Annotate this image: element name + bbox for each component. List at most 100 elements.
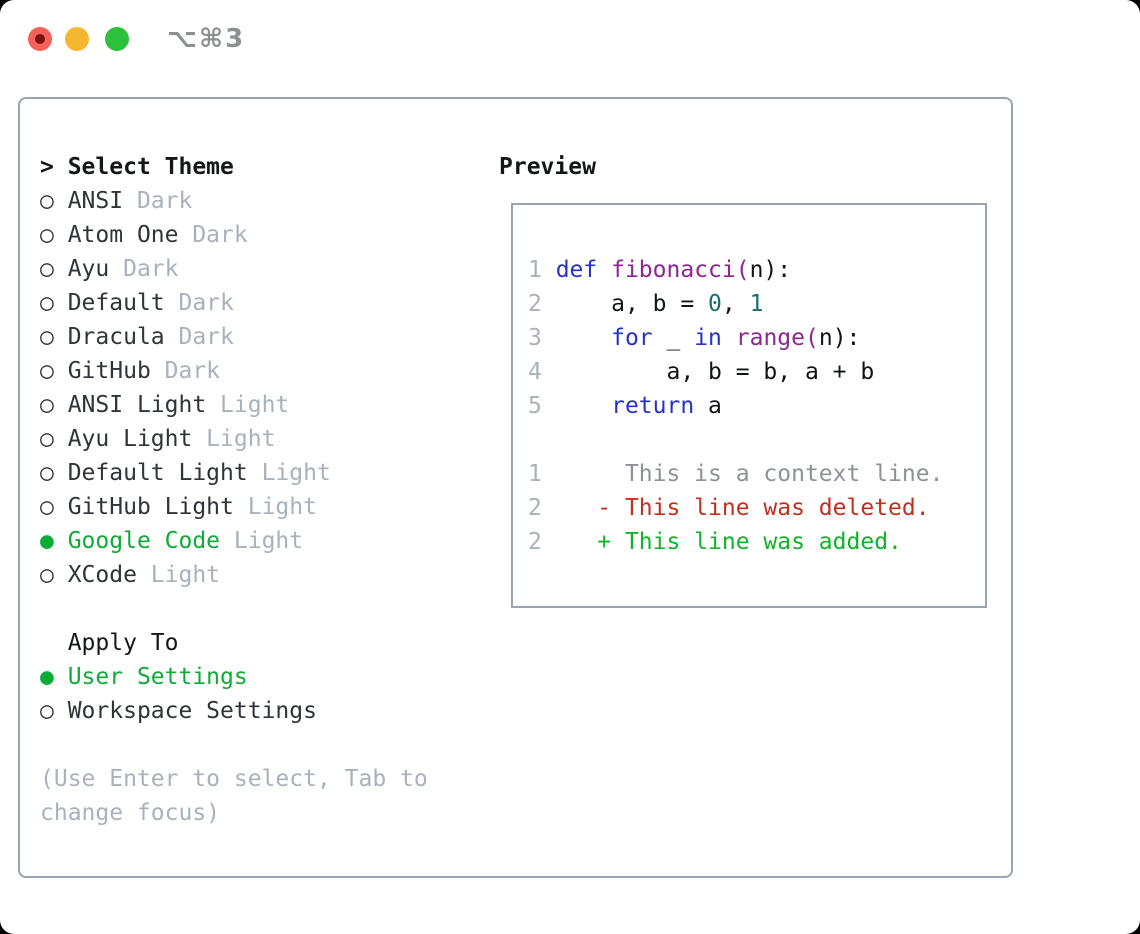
radio-icon: ● [40, 664, 68, 690]
theme-variant: Light [136, 562, 221, 588]
apply-option[interactable]: ● User Settings [40, 660, 428, 694]
radio-icon: ○ [40, 222, 68, 248]
radio-icon: ○ [40, 494, 68, 520]
line-number: 4 [528, 359, 556, 385]
code-token: def [555, 257, 598, 283]
apply-to-header: Apply To [40, 626, 428, 660]
theme-variant: Dark [150, 358, 221, 384]
code-token: 0 [708, 291, 722, 317]
select-theme-header: > Select Theme [40, 150, 428, 184]
theme-option[interactable]: ○ Default Dark [40, 286, 428, 320]
code-token: for [611, 325, 653, 351]
theme-label: Ayu [67, 256, 110, 282]
prompt-icon: > [40, 154, 68, 180]
theme-variant: Dark [178, 222, 248, 248]
help-text-line: (Use Enter to select, Tab to [40, 766, 428, 792]
theme-option[interactable]: ○ GitHub Dark [40, 354, 428, 388]
code-line: 4 a, b = b, a + b [528, 355, 943, 389]
theme-label: ANSI [67, 188, 124, 214]
theme-variant: Dark [164, 290, 234, 316]
theme-variant: Dark [109, 256, 179, 282]
select-theme-label: Select Theme [67, 154, 234, 180]
window-title: ⌥⌘3 [167, 24, 246, 54]
theme-option[interactable]: ○ Default Light Light [40, 456, 428, 490]
code-token: , [721, 291, 750, 317]
theme-selector: > Select Theme○ ANSI Dark○ Atom One Dark… [40, 150, 428, 830]
code-token: n): [818, 325, 861, 351]
code-token: 1 [749, 291, 764, 317]
apply-option[interactable]: ○ Workspace Settings [40, 694, 428, 728]
radio-icon: ○ [40, 698, 68, 724]
diff-added-text: + This line was added. [541, 529, 902, 555]
theme-option[interactable]: ○ GitHub Light Light [40, 490, 428, 524]
theme-label: XCode [67, 562, 137, 588]
line-number: 1 [528, 257, 556, 283]
code-token [556, 393, 611, 419]
code-line: 2 a, b = 0, 1 [528, 287, 943, 321]
theme-label: Ayu Light [67, 426, 193, 452]
theme-label: Google Code [67, 528, 221, 554]
radio-icon: ○ [40, 256, 68, 282]
diff-context-text: This is a context line. [541, 461, 944, 487]
code-line: 1 def fibonacci(n): [528, 253, 943, 287]
theme-variant: Light [233, 494, 317, 520]
radio-icon: ○ [40, 290, 68, 316]
line-number: 3 [528, 325, 556, 351]
spacer [528, 423, 943, 457]
theme-option[interactable]: ○ Ayu Dark [40, 252, 428, 286]
theme-label: Atom One [67, 222, 179, 248]
code-token: a [694, 393, 722, 419]
line-number: 2 [528, 529, 542, 555]
line-number: 2 [528, 291, 556, 317]
code-token: range( [735, 325, 819, 351]
code-line: 3 for _ in range(n): [528, 321, 943, 355]
unsaved-changes-dot-icon [35, 34, 45, 44]
theme-variant: Dark [164, 324, 234, 350]
theme-variant: Light [247, 460, 331, 486]
close-button[interactable] [28, 27, 52, 51]
theme-variant: Dark [123, 188, 193, 214]
spacer [40, 592, 428, 626]
theme-label: ANSI Light [67, 392, 207, 418]
line-number: 5 [528, 393, 556, 419]
code-token [556, 325, 611, 351]
theme-label: Default [67, 290, 165, 316]
apply-option-label: Workspace Settings [67, 698, 317, 724]
theme-option[interactable]: ○ Ayu Light Light [40, 422, 428, 456]
preview-title: Preview [499, 154, 596, 180]
help-text: (Use Enter to select, Tab to [40, 762, 428, 796]
code-token [597, 257, 611, 283]
code-line: 5 return a [528, 389, 943, 423]
theme-label: GitHub Light [67, 494, 234, 520]
radio-icon: ○ [40, 358, 68, 384]
maximize-button[interactable] [105, 27, 129, 51]
radio-icon: ● [40, 528, 68, 554]
theme-variant: Light [206, 392, 290, 418]
line-number: 2 [528, 495, 542, 521]
code-token [722, 325, 736, 351]
radio-icon: ○ [40, 324, 68, 350]
apply-option-label: User Settings [67, 664, 248, 690]
code-token: return [611, 393, 695, 419]
code-token: n): [749, 257, 792, 283]
theme-variant: Light [220, 528, 304, 554]
theme-option[interactable]: ○ Dracula Dark [40, 320, 428, 354]
minimize-button[interactable] [65, 27, 89, 51]
theme-option[interactable]: ● Google Code Light [40, 524, 428, 558]
theme-option[interactable]: ○ ANSI Dark [40, 184, 428, 218]
diff-line: 2 - This line was deleted. [528, 491, 943, 525]
code-token: _ [652, 325, 695, 351]
theme-option[interactable]: ○ XCode Light [40, 558, 428, 592]
theme-picker-panel: > Select Theme○ ANSI Dark○ Atom One Dark… [18, 97, 1013, 878]
theme-option[interactable]: ○ ANSI Light Light [40, 388, 428, 422]
diff-line: 1 This is a context line. [528, 457, 943, 491]
diff-deleted-text: - This line was deleted. [541, 495, 930, 521]
theme-option[interactable]: ○ Atom One Dark [40, 218, 428, 252]
line-number: 1 [528, 461, 542, 487]
code-token: a, b = [555, 291, 709, 317]
help-text-line: change focus) [40, 800, 221, 826]
radio-icon: ○ [40, 460, 68, 486]
